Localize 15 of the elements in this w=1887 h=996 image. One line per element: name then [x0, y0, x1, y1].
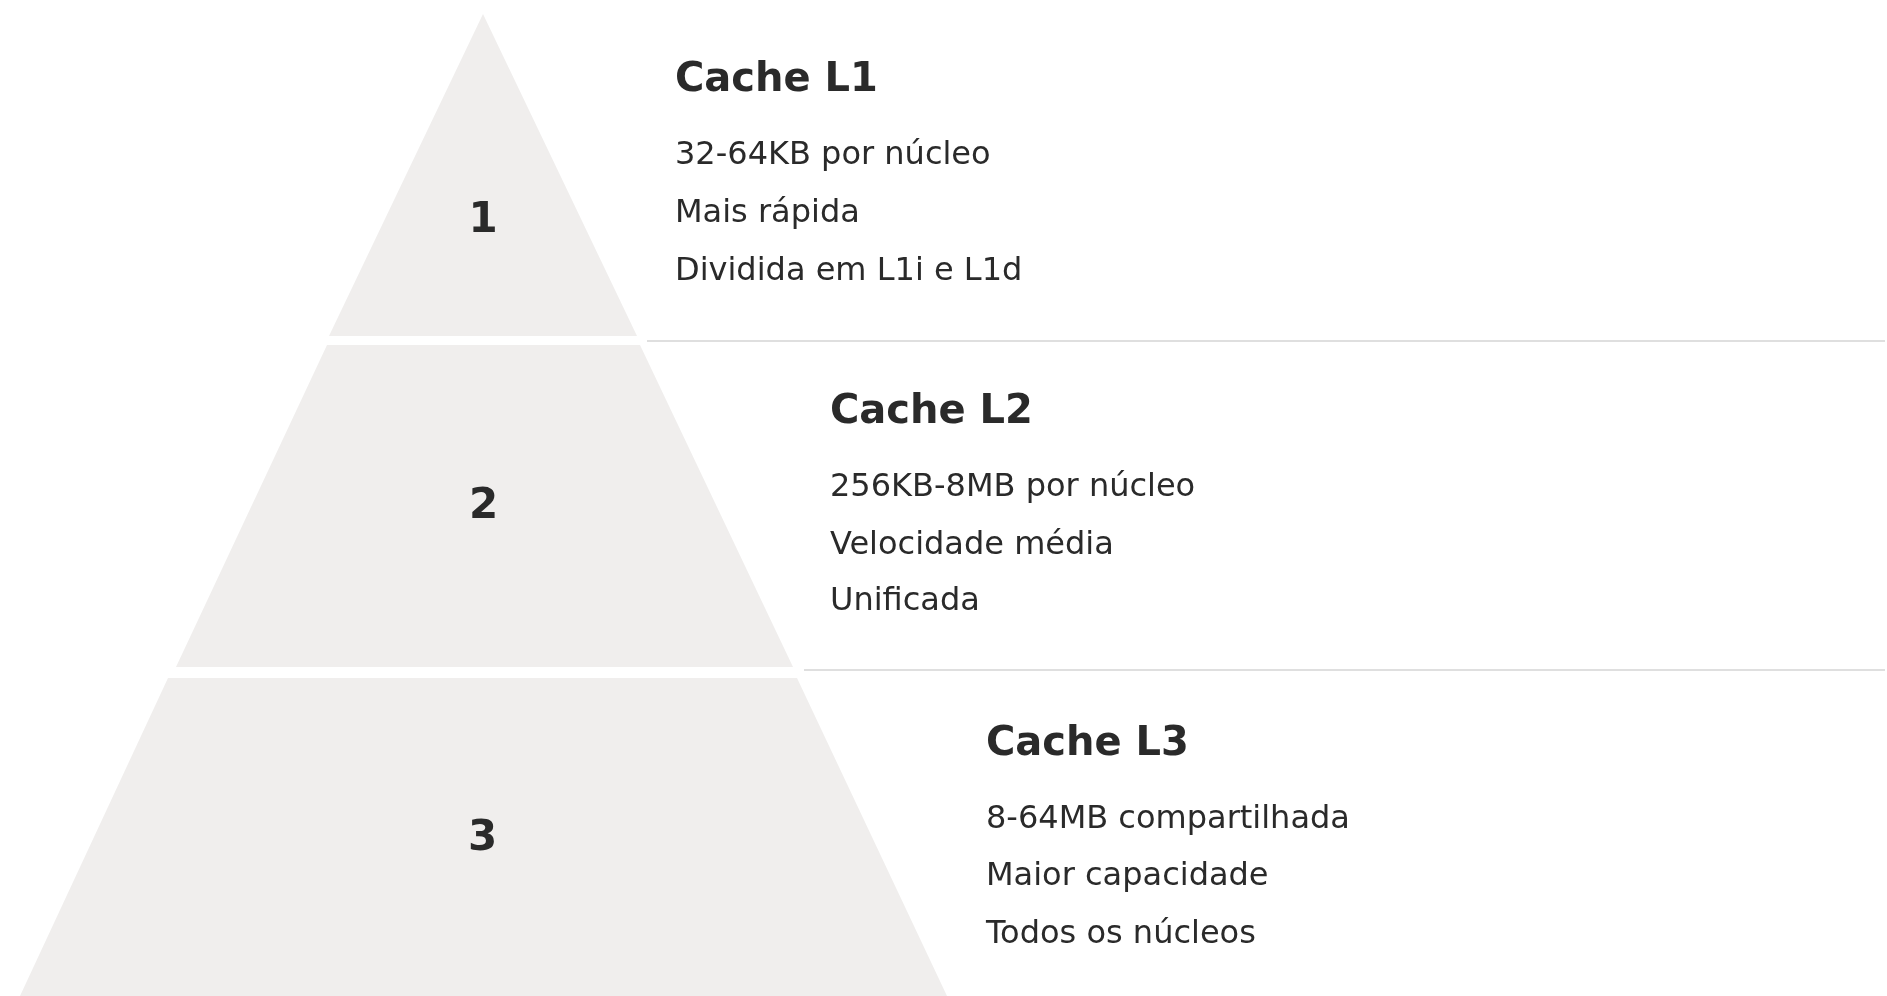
level-heading: Cache L2 — [830, 387, 1033, 431]
tier-number: 1 — [468, 197, 498, 239]
level-detail: Todos os núcleos — [986, 915, 1256, 951]
tier-number: 2 — [468, 483, 499, 525]
tier-number: 3 — [467, 815, 498, 857]
level-detail: Mais rápida — [675, 194, 860, 230]
level-detail: Unificada — [830, 582, 980, 618]
level-detail: Velocidade média — [830, 526, 1114, 562]
level-detail: Maior capacidade — [986, 857, 1269, 893]
level-heading: Cache L3 — [986, 719, 1189, 763]
level-heading: Cache L1 — [675, 55, 878, 99]
level-detail: 32-64KB por núcleo — [675, 136, 991, 172]
level-detail: 256KB-8MB por núcleo — [830, 468, 1196, 504]
level-detail: Dividida em L1i e L1d — [675, 252, 1023, 288]
level-detail: 8-64MB compartilhada — [986, 800, 1350, 836]
